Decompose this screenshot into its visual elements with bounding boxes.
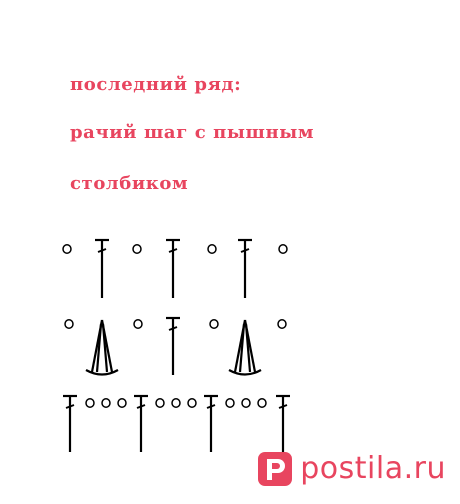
row-3-chain-symbol <box>171 398 181 408</box>
row-2-puff-stitch-symbol <box>228 319 262 376</box>
row-3-chain-symbol <box>85 398 95 408</box>
postila-logo-icon <box>258 451 293 486</box>
row-1-chain-symbol <box>132 244 142 254</box>
row-3-chain-symbol <box>117 398 127 408</box>
row-2-double-crochet-symbol <box>166 316 180 375</box>
row-3-chain-symbol <box>187 398 197 408</box>
row-3-double-crochet-symbol <box>134 394 148 452</box>
row-3-double-crochet-symbol <box>63 394 77 452</box>
row-3-chain-symbol <box>241 398 251 408</box>
row-1-chain-symbol <box>278 244 288 254</box>
row-1-double-crochet-symbol <box>166 238 180 298</box>
row-1-chain-symbol <box>62 244 72 254</box>
row-2-chain-symbol <box>133 319 143 329</box>
watermark: postila.ru <box>258 451 446 486</box>
row-1-double-crochet-symbol <box>238 238 252 298</box>
caption-line-2: рачий шаг с пышным <box>70 122 315 143</box>
row-3-chain-symbol <box>257 398 267 408</box>
caption-line-3: столбиком <box>70 173 189 194</box>
row-3-chain-symbol <box>225 398 235 408</box>
row-3-chain-symbol <box>101 398 111 408</box>
caption-line-1: последний ряд: <box>70 74 242 95</box>
row-2-puff-stitch-symbol <box>85 319 119 376</box>
row-3-chain-symbol <box>155 398 165 408</box>
row-2-chain-symbol <box>209 319 219 329</box>
row-1-chain-symbol <box>207 244 217 254</box>
row-3-double-crochet-symbol <box>276 394 290 452</box>
row-1-double-crochet-symbol <box>95 238 109 298</box>
row-2-chain-symbol <box>277 319 287 329</box>
watermark-text: postila.ru <box>300 451 446 486</box>
row-2-chain-symbol <box>64 319 74 329</box>
row-3-double-crochet-symbol <box>204 394 218 452</box>
